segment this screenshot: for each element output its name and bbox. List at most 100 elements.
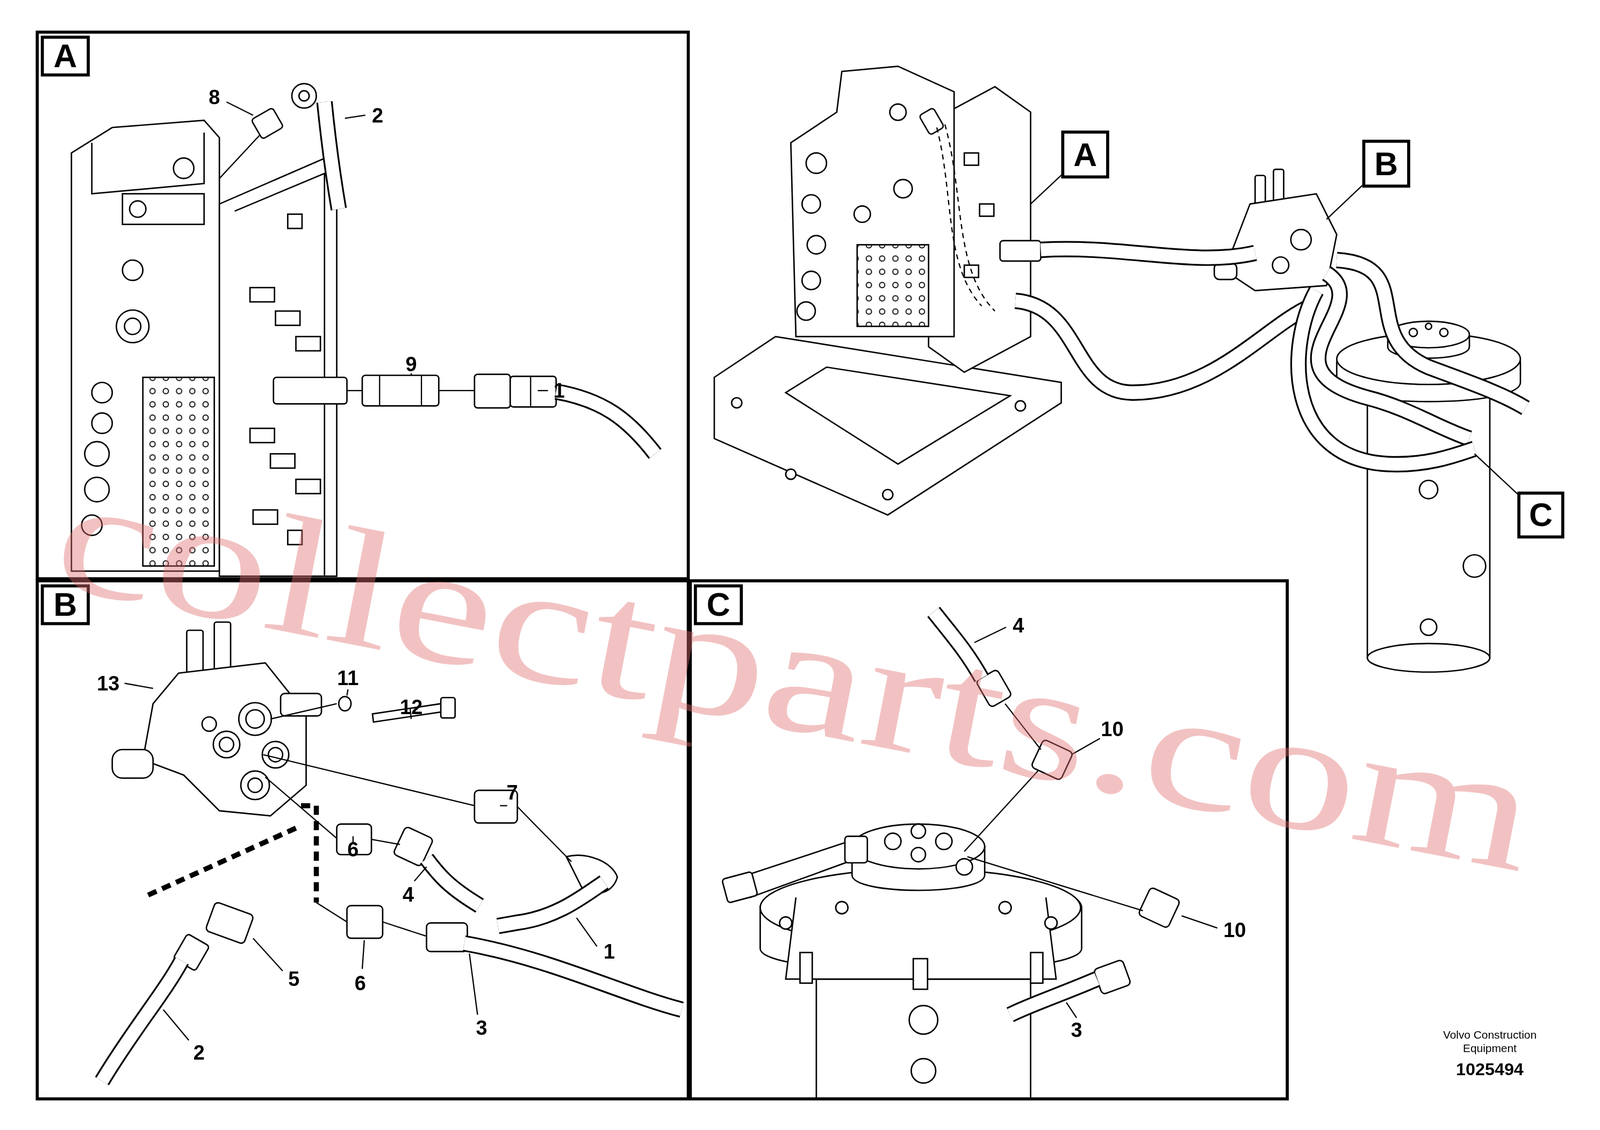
callout-number: 4 (402, 884, 414, 906)
drawing-rect (142, 377, 215, 566)
drawing-rect (250, 107, 284, 140)
drawing-rect (440, 697, 456, 719)
drawing-circle (124, 318, 141, 335)
drawing-circle (116, 310, 149, 343)
drawing-path (790, 66, 954, 337)
drawing-rect (510, 376, 556, 407)
drawing-rect (1000, 240, 1042, 262)
hose-line (556, 391, 656, 455)
drawing-circle (81, 514, 103, 536)
drawing-circle (298, 90, 310, 102)
callout-number: 4 (1012, 614, 1024, 636)
drawing-circle (1439, 328, 1448, 337)
drawing-line (226, 102, 253, 116)
drawing-path (1224, 194, 1337, 291)
drawing-ellipse (338, 696, 351, 712)
drawing-circle (1409, 328, 1418, 337)
drawing-rect (280, 693, 322, 717)
drawing-circle (731, 397, 742, 408)
callout-number: 5 (288, 969, 300, 990)
drawing-line (371, 839, 400, 845)
drawing-line (469, 953, 478, 1016)
drawing-circle (1420, 619, 1437, 636)
view-letter: B (1374, 146, 1398, 182)
drawing-rect (205, 901, 255, 945)
drawing-line (974, 627, 1007, 643)
drawing-rect (362, 375, 439, 406)
drawing-line (499, 805, 507, 807)
drawing-circle (1272, 256, 1289, 274)
drawing-circle (910, 824, 926, 839)
hose-line (102, 960, 182, 1082)
drawing-rect (844, 836, 868, 863)
detail-panel: A (35, 30, 690, 581)
view-letter: A (40, 35, 90, 77)
drawing-line (347, 689, 349, 696)
drawing-rect (347, 905, 383, 939)
detail-panel: B (35, 579, 690, 1101)
callout-number: 1 (553, 380, 565, 401)
view-letter: C (1529, 497, 1553, 533)
callout-number: 13 (96, 673, 120, 694)
drawing-circle (268, 747, 283, 763)
drawing-rect (249, 428, 275, 443)
drawing-circle (801, 195, 821, 214)
drawing-path (944, 124, 995, 312)
figure-number: 1025494 (1455, 1061, 1524, 1079)
drawing-circle (1015, 400, 1026, 412)
callout-number: 2 (371, 104, 384, 126)
drawing-rect (1137, 887, 1181, 929)
drawing-rect (186, 630, 203, 674)
valve-13 (112, 622, 618, 972)
drawing-path (300, 805, 317, 903)
assembly-lines-c (964, 627, 1218, 1018)
drawing-circle (129, 201, 146, 218)
drawing-line (964, 770, 1039, 852)
hose-line (1015, 300, 1312, 393)
watermark: collectparts.com (43, 447, 1549, 900)
drawing-line (263, 755, 475, 807)
drawing-circle (84, 441, 110, 467)
hose-line (498, 882, 605, 927)
drawing-circle (797, 302, 816, 321)
drawing-path (91, 132, 205, 195)
overview-assembly (714, 66, 1521, 672)
drawing-line (382, 922, 427, 937)
hose-line (1318, 273, 1470, 439)
drawing-path (785, 367, 1011, 464)
hose-line (324, 102, 340, 210)
swivel-joint-c (721, 669, 1181, 1100)
callout-number: 3 (476, 1017, 488, 1039)
callout-number: 1 (603, 941, 615, 963)
hose-line (102, 960, 182, 1082)
drawing-rect (721, 871, 758, 904)
drawing-circle (956, 858, 973, 875)
hose-line (933, 612, 982, 679)
drawing-circle (91, 382, 113, 404)
detail-panel: C (689, 579, 1289, 1101)
drawing-path (234, 173, 325, 577)
hose-line (1336, 260, 1526, 408)
hose-line (1010, 979, 1097, 1015)
view-callout-box: C (1517, 491, 1564, 539)
drawing-circle (910, 847, 926, 863)
drawing-rect (816, 979, 1031, 1100)
drawing-circle (999, 901, 1012, 915)
drawing-circle (835, 901, 849, 915)
drawing-path (219, 153, 337, 577)
hose-line (1041, 249, 1256, 258)
hose-line (498, 882, 605, 927)
drawing-circle (202, 716, 217, 732)
callout-number: 12 (399, 696, 423, 717)
drawing-line (438, 390, 475, 392)
drawing-circle (890, 104, 907, 121)
hose-line (556, 391, 656, 455)
drawing-rect (426, 923, 468, 952)
drawing-line (1071, 738, 1101, 755)
drawing-circle (213, 731, 240, 758)
callout-number: 11 (336, 668, 359, 689)
publisher-note: Volvo Construction Equipment (1425, 1028, 1554, 1055)
drawing-circle (122, 260, 143, 281)
drawing-line (576, 917, 598, 947)
drawing-rect (214, 622, 231, 672)
